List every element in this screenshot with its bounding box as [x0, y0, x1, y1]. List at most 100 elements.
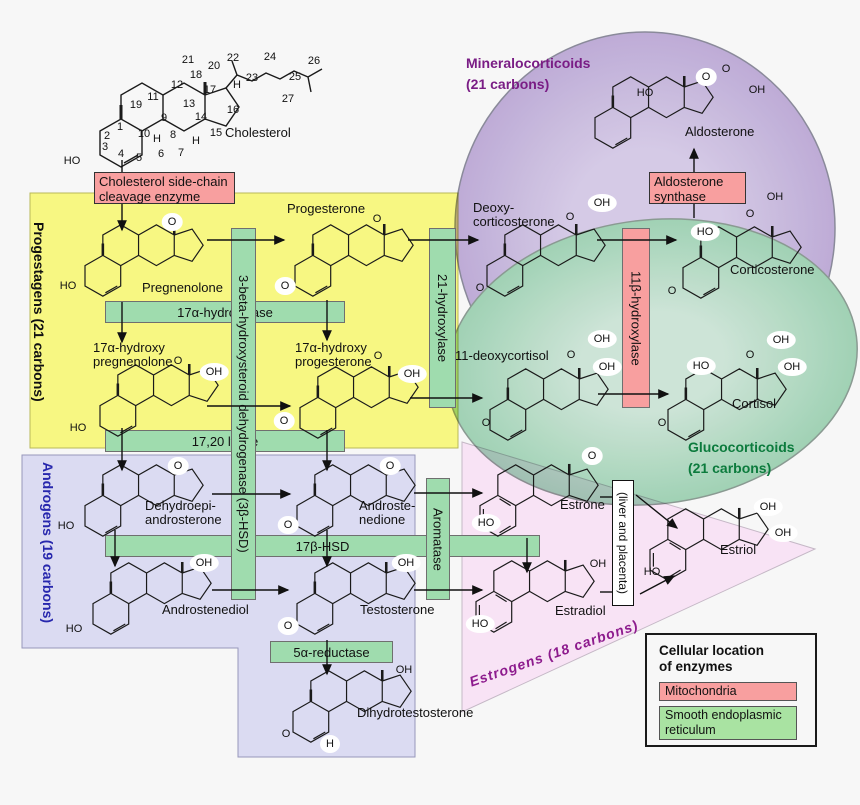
- pregnenolone-label: Pregnenolone: [142, 281, 223, 295]
- androstenedione-label: Androste-nedione: [359, 499, 415, 527]
- dehydroepiandrosterone-group-o: O: [167, 457, 189, 475]
- carbon-number-17: 18: [189, 69, 203, 81]
- legend-title-line1: Cellular location: [659, 643, 765, 658]
- testosterone-label-line0: Testosterone: [360, 602, 435, 617]
- estriol-group-ho: HO: [643, 566, 661, 578]
- 17a-hydroxyprogesterone-group-o: O: [273, 412, 295, 430]
- carbon-number-21: 22: [226, 52, 240, 64]
- enzyme-bar-5a-reductase: 5α-reductase: [270, 641, 393, 663]
- glucocorticoids-title: Glucocorticoids (21 carbons): [688, 437, 795, 479]
- aldosterone-synthase-line1: Aldosterone: [654, 174, 724, 189]
- carbon-number-2: 3: [101, 141, 109, 153]
- androgens-side-label: Androgens (19 carbons): [40, 462, 56, 652]
- cortisol-group-o: O: [657, 417, 667, 429]
- carbon-number-5: 6: [157, 148, 165, 160]
- 17a-hydroxypregnenolone-group-oh: OH: [199, 363, 229, 381]
- glucocorticoids-line2: (21 carbons): [688, 460, 772, 476]
- mineralocorticoids-title: Mineralocorticoids (21 carbons): [466, 53, 590, 95]
- carbon-number-25: 26: [307, 55, 321, 67]
- corticosterone-group-ho: HO: [690, 223, 720, 241]
- estrone-label: Estrone: [560, 498, 605, 512]
- 11-deoxycortisol-group-oh: OH: [587, 330, 617, 348]
- progesterone-label: Progesterone: [287, 202, 365, 216]
- estradiol-group-oh: OH: [589, 558, 607, 570]
- dehydroepiandrosterone-group-ho: HO: [57, 520, 75, 532]
- enzyme-label-5a-reductase: 5α-reductase: [293, 644, 370, 660]
- deoxycorticosterone-label: Deoxy-corticosterone: [473, 201, 555, 229]
- pregnenolone-label-line0: Pregnenolone: [142, 280, 223, 295]
- progestagens-side-label: Progestagens (21 carbons): [31, 222, 47, 448]
- androstenediol-label: Androstenediol: [162, 603, 249, 617]
- estradiol-label: Estradiol: [555, 604, 606, 618]
- carbon-number-8: 9: [160, 112, 168, 124]
- estradiol-label-line0: Estradiol: [555, 603, 606, 618]
- enzyme-bar-aromatase: Aromatase: [426, 478, 450, 600]
- enzyme-bar-17a-hydroxylase: 17α-hydroxylase: [105, 301, 345, 323]
- testosterone-group-o: O: [277, 617, 299, 635]
- enzyme-label-3b-hsd: 3-beta-hydroxysteroid dehydrogenase (3β-…: [236, 275, 251, 553]
- aldosterone-group-o: O: [695, 68, 717, 86]
- mineralocorticoids-line2: (21 carbons): [466, 76, 550, 92]
- mineralocorticoids-line1: Mineralocorticoids: [466, 55, 591, 71]
- legend-title-line2: of enzymes: [659, 659, 733, 674]
- corticosterone-group-o: O: [667, 285, 677, 297]
- corticosterone-label-line0: Corticosterone: [730, 262, 815, 277]
- 11-deoxycortisol-group-oh: OH: [592, 358, 622, 376]
- carbon-number-12: 13: [182, 98, 196, 110]
- enzyme-label-17b-hsd: 17β-HSD: [295, 538, 350, 554]
- progesterone-group-o: O: [372, 213, 382, 225]
- dehydroepiandrosterone-label-line0: Dehydroepi-: [145, 498, 216, 513]
- cortisol-group-o: O: [745, 349, 755, 361]
- carbon-number-10: 11: [147, 91, 159, 103]
- carbon-number-7: 8: [169, 129, 177, 141]
- deoxycorticosterone-label-line1: corticosterone: [473, 214, 555, 229]
- carbon-number-3: 4: [117, 148, 125, 160]
- estriol-group-oh: OH: [753, 498, 783, 516]
- testosterone-group-oh: OH: [391, 554, 421, 572]
- estriol-label-line0: Estriol: [720, 542, 757, 557]
- androstenediol-group-oh: OH: [189, 554, 219, 572]
- deoxycorticosterone-group-oh: OH: [587, 194, 617, 212]
- 11-deoxycortisol-group-o: O: [566, 349, 576, 361]
- progesterone-label-line0: Progesterone: [287, 201, 366, 216]
- legend: Cellular location of enzymes Mitochondri…: [645, 633, 817, 747]
- deoxycorticosterone-group-o: O: [565, 211, 575, 223]
- 17a-hydroxyprogesterone-group-oh: OH: [397, 365, 427, 383]
- legend-item-mitochondria: Mitochondria: [659, 682, 797, 701]
- 17a-hydroxypregnenolone-group-o: O: [173, 355, 183, 367]
- androstenediol-group-ho: HO: [65, 623, 83, 635]
- estrone-group-o: O: [581, 447, 603, 465]
- enzyme-bar-11b-hydroxylase: 11β-hydroxylase: [622, 228, 650, 408]
- testosterone-label: Testosterone: [360, 603, 434, 617]
- 17a-hydroxyprogesterone-label-line1: progesterone: [295, 354, 372, 369]
- carbon-number-18: 19: [129, 99, 143, 111]
- corticosterone-group-oh: OH: [766, 191, 784, 203]
- dihydrotestosterone-group-oh: OH: [395, 664, 413, 676]
- carbon-number-22: 23: [245, 72, 259, 84]
- 17a-hydroxyprogesterone-label-line0: 17α-hydroxy: [295, 340, 367, 355]
- enzyme-bar-3b-hsd: 3-beta-hydroxysteroid dehydrogenase (3β-…: [231, 228, 256, 600]
- carbon-number-29: H: [192, 135, 200, 147]
- enzyme-bar-21-hydroxylase: 21-hydroxylase: [429, 228, 456, 408]
- 11-deoxycortisol-label: 11-deoxycortisol: [455, 349, 549, 363]
- carbon-number-24: 25: [288, 71, 302, 83]
- deoxycorticosterone-group-o: O: [475, 282, 485, 294]
- aldosterone-group-ho: HO: [636, 87, 654, 99]
- dehydroepiandrosterone-label: Dehydroepi-androsterone: [145, 499, 222, 527]
- aldosterone-group-o: O: [721, 63, 731, 75]
- estradiol-group-ho: HO: [465, 615, 495, 633]
- legend-title: Cellular location of enzymes: [659, 643, 815, 675]
- progesterone-group-o: O: [274, 277, 296, 295]
- estrone-label-line0: Estrone: [560, 497, 605, 512]
- aldosterone-group-oh: OH: [748, 84, 766, 96]
- arrow-22: [635, 494, 679, 529]
- carbon-number-6: 7: [177, 147, 185, 159]
- liver-placenta-label: (liver and placenta): [616, 491, 630, 595]
- enzyme-box-scc: Cholesterol side-chain cleavage enzyme: [94, 172, 235, 204]
- androstenedione-label-line1: nedione: [359, 512, 406, 527]
- enzyme-label-11b-hydroxylase: 11β-hydroxylase: [628, 270, 644, 366]
- androgens-text: Androgens (19 carbons): [40, 462, 56, 624]
- arrow-23: [639, 575, 676, 595]
